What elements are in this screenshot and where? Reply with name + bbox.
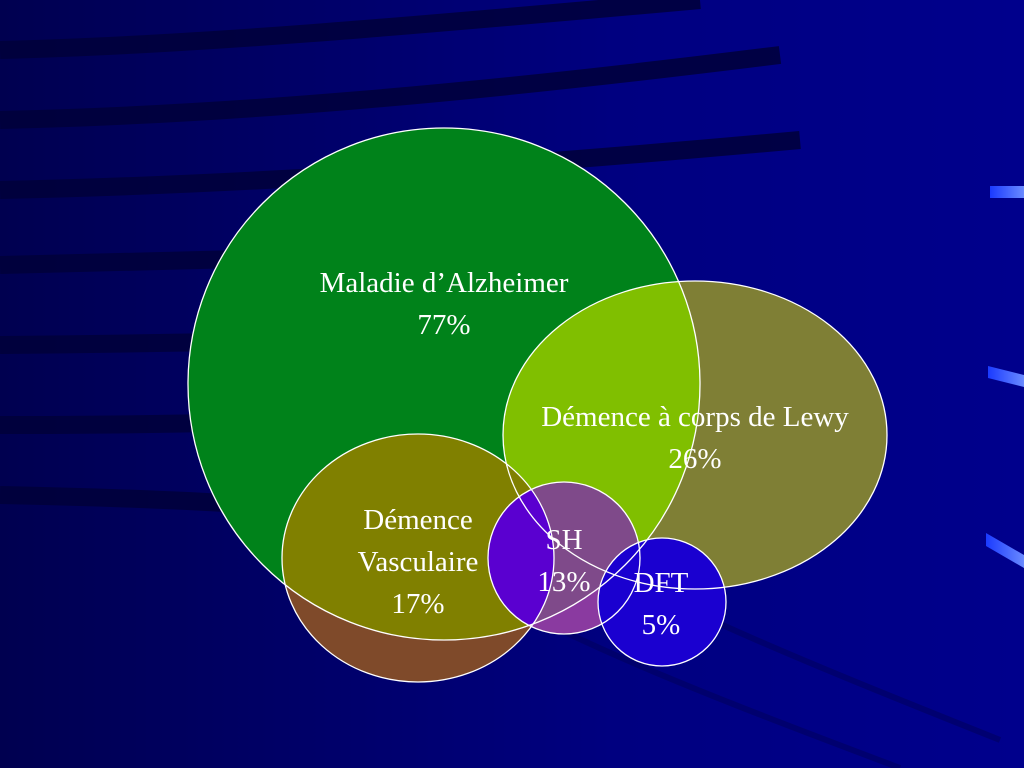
right-edge-tick-2 xyxy=(988,366,1024,387)
right-edge-tick-1 xyxy=(990,186,1024,198)
vascular-sh-overlap xyxy=(488,482,554,634)
venn-outlines xyxy=(187,127,888,683)
dft-circle xyxy=(598,538,726,666)
right-edge-tick-3 xyxy=(986,533,1024,568)
alzheimer-vascular-overlap xyxy=(282,434,554,640)
